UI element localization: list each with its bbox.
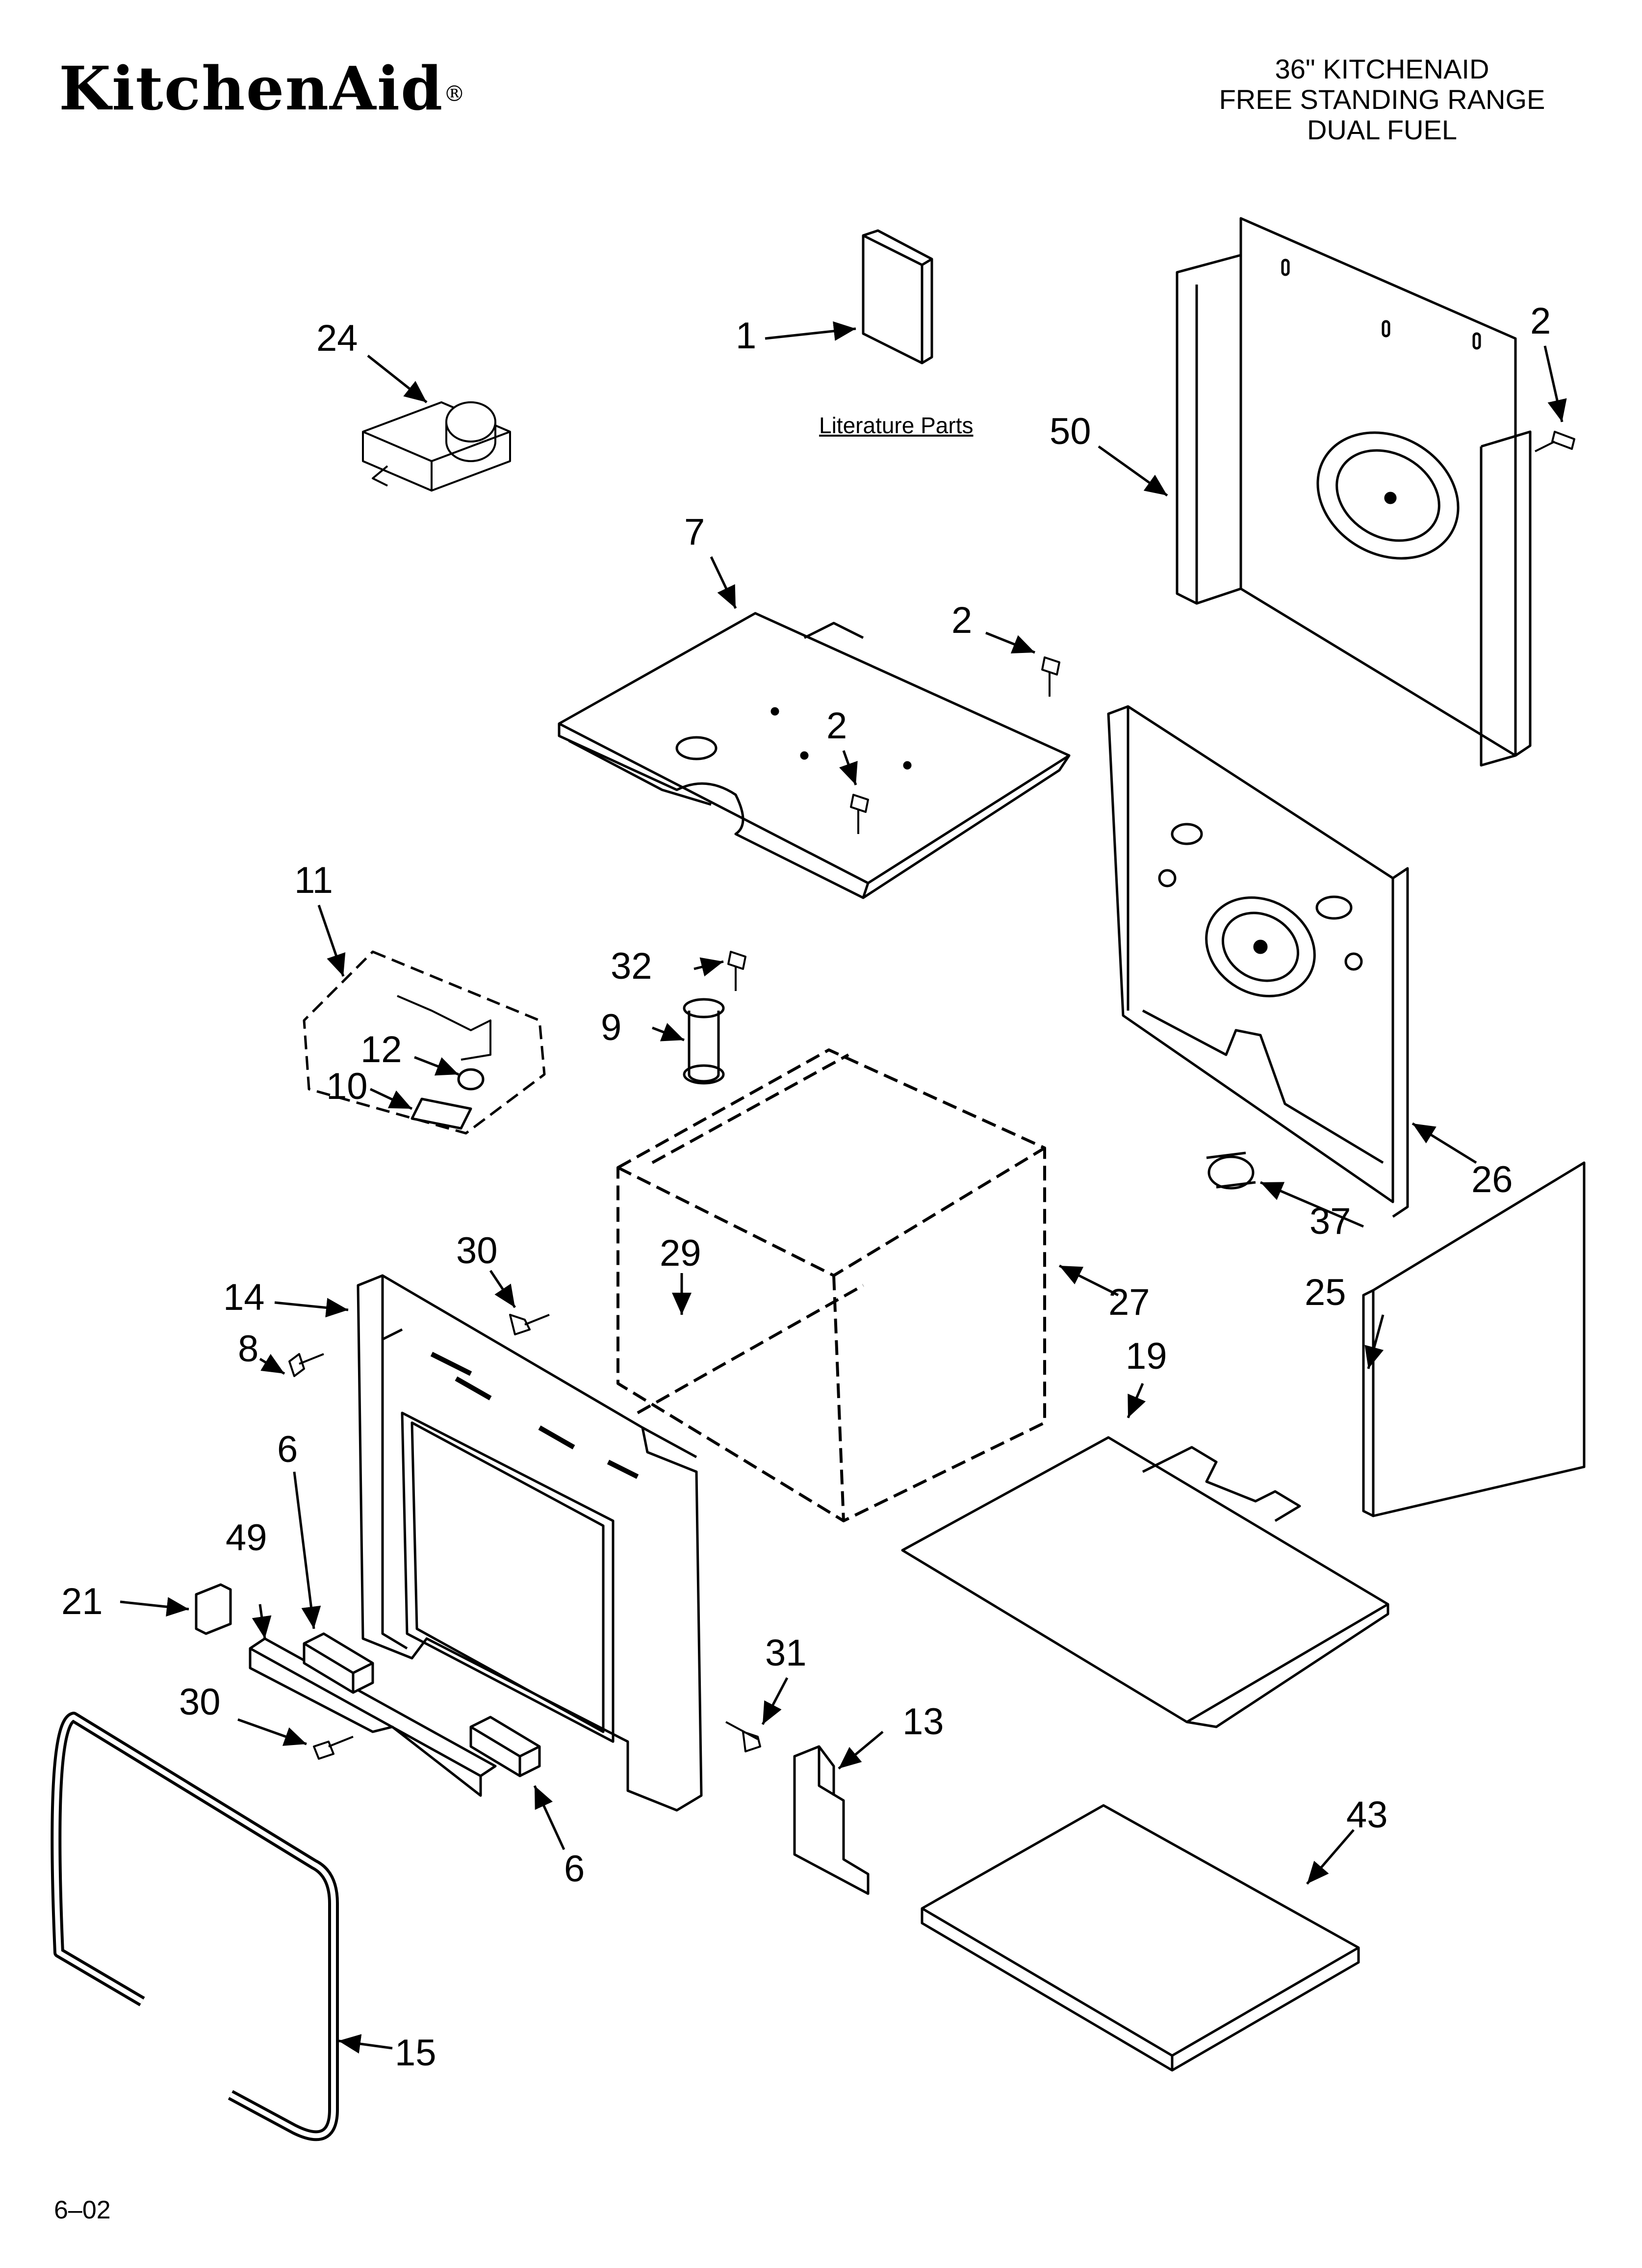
part-15-gasket-inner [53, 1715, 336, 2138]
callout-1: 1 [736, 315, 756, 357]
part-15-gasket [51, 1712, 339, 2141]
title-line-2: FREE STANDING RANGE [1219, 84, 1545, 115]
callout-2-mid: 2 [951, 600, 972, 641]
part-21-clip [195, 1583, 232, 1635]
title-line-1: 36" KITCHENAID [1275, 53, 1489, 84]
callout-19: 19 [1126, 1335, 1167, 1377]
part-14-front-frame [357, 1274, 703, 1812]
part-43-base [921, 1804, 1360, 2072]
callout-7: 7 [684, 511, 705, 553]
callout-31: 31 [765, 1632, 807, 1674]
leader-lines [120, 321, 1567, 2054]
callout-13: 13 [902, 1701, 944, 1743]
screws [288, 431, 1575, 1760]
callout-30-top: 30 [456, 1230, 498, 1272]
literature-parts-label: Literature Parts [819, 413, 974, 438]
callout-30-low: 30 [179, 1681, 221, 1723]
callout-27: 27 [1108, 1281, 1150, 1323]
callout-49: 49 [226, 1517, 267, 1559]
callout-2-top: 2 [1530, 300, 1551, 342]
part-50-rear-panel [1176, 217, 1532, 767]
callout-43: 43 [1346, 1794, 1388, 1836]
part-11-light-assembly [303, 950, 546, 1135]
part-1-literature [862, 229, 933, 365]
callout-15: 15 [395, 2032, 436, 2074]
callout-numbers: 1 24 2 50 7 2 2 11 32 9 12 10 26 37 30 2… [61, 300, 1551, 2074]
callout-50: 50 [1050, 411, 1091, 452]
callout-9: 9 [601, 1007, 621, 1048]
title-line-3: DUAL FUEL [1307, 114, 1457, 145]
part-13-bracket [793, 1745, 870, 1895]
diagram-title: 36" KITCHENAID FREE STANDING RANGE DUAL … [1210, 54, 1554, 145]
part-7-top-panel [558, 612, 1071, 899]
callout-21: 21 [61, 1581, 103, 1622]
callout-12: 12 [360, 1029, 402, 1070]
part-24-module [362, 401, 511, 492]
part-27-oven-cavity [616, 1048, 1046, 1522]
callout-25: 25 [1305, 1272, 1346, 1313]
callout-6-low: 6 [564, 1848, 585, 1890]
part-49-trim [249, 1637, 497, 1797]
part-25-side-panel [1362, 1161, 1586, 1517]
part-6-spacer-upper [303, 1632, 374, 1694]
part-37-component [1206, 1151, 1256, 1190]
callout-32: 32 [611, 945, 652, 987]
brand-logo: KitchenAid® [59, 53, 466, 124]
callout-29: 29 [660, 1232, 701, 1274]
callout-8: 8 [238, 1328, 258, 1370]
callout-14: 14 [223, 1277, 265, 1318]
callout-24: 24 [316, 317, 358, 359]
callout-2-low: 2 [826, 705, 847, 747]
page-code: 6–02 [54, 2196, 111, 2224]
part-19-bottom-plate [901, 1436, 1389, 1728]
callout-26: 26 [1471, 1159, 1513, 1200]
callout-10: 10 [326, 1066, 368, 1107]
callout-37: 37 [1309, 1200, 1351, 1242]
part-6-spacer-lower [469, 1716, 541, 1777]
callout-6-top: 6 [277, 1429, 298, 1470]
callout-11: 11 [294, 860, 333, 901]
part-9-vent [683, 998, 725, 1085]
part-26-rear-baffle [1107, 705, 1409, 1218]
